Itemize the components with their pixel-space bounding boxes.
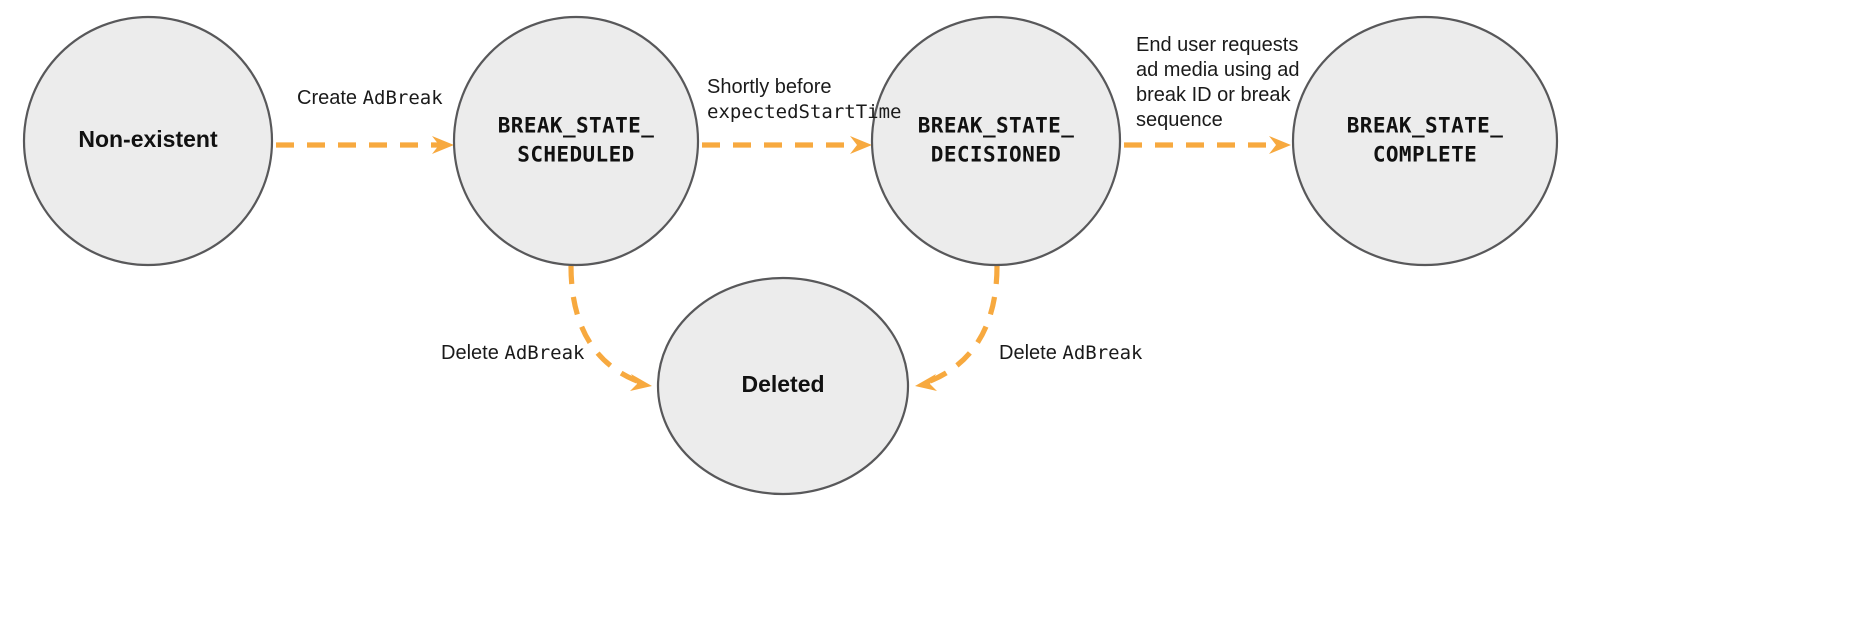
edge-label-line: sequence [1136,108,1299,133]
arrowhead-right [432,136,454,154]
edge-decisioned-to-complete [1124,136,1291,154]
label-text: Delete [441,342,505,364]
state-node-deleted[interactable]: Deleted [656,276,910,496]
state-node-break-state-scheduled[interactable]: BREAK_STATE_ SCHEDULED [452,15,700,267]
edge-label-scheduled-to-decisioned: Shortly before expectedStartTime [707,75,901,125]
node-label-break-state-complete: COMPLETE [1373,143,1477,167]
edge-label-line: break ID or break [1136,83,1299,108]
edge-line-decisioned-to-deleted [929,265,1000,384]
node-label-break-state-scheduled: BREAK_STATE_ [498,114,655,138]
edge-label-line: expectedStartTime [707,100,901,125]
label-text: ad media using ad [1136,59,1300,81]
edge-decisioned-to-deleted [915,265,1000,391]
state-node-non-existent[interactable]: Non-existent [22,15,274,267]
state-node-break-state-decisioned[interactable]: BREAK_STATE_ DECISIONED [870,15,1122,267]
edge-label-line: End user requests [1136,33,1299,58]
label-text: sequence [1136,109,1223,131]
edges-layer [276,136,1291,391]
label-text: AdBreak [1062,342,1143,364]
node-label-break-state-decisioned: BREAK_STATE_ [918,114,1075,138]
edge-scheduled-to-decisioned [702,136,872,154]
node-label-break-state-scheduled: SCHEDULED [517,143,634,167]
edge-label-decisioned-to-deleted: Delete AdBreak [999,341,1142,366]
nodes-layer: Non-existentBREAK_STATE_SCHEDULEDBREAK_S… [22,15,1559,496]
edge-label-scheduled-to-deleted: Delete AdBreak [441,341,584,366]
state-node-break-state-complete[interactable]: BREAK_STATE_ COMPLETE [1291,15,1559,267]
label-text: End user requests [1136,34,1299,56]
arrowhead-down-left [915,374,937,391]
label-text: AdBreak [362,87,443,109]
node-label-break-state-complete: BREAK_STATE_ [1347,114,1504,138]
edge-label-line: ad media using ad [1136,58,1299,83]
node-shape-break-state-decisioned[interactable] [870,15,1122,267]
label-text: Shortly before [707,76,832,98]
node-label-deleted: Deleted [741,371,824,397]
edge-line-scheduled-to-deleted [568,265,638,384]
edge-label-line: Shortly before [707,75,901,100]
edge-label-line: Create AdBreak [297,86,443,111]
label-text: Delete [999,342,1063,364]
label-text: Create [297,87,363,109]
label-text: expectedStartTime [707,101,902,123]
label-text: break ID or break [1136,84,1291,106]
node-shape-break-state-scheduled[interactable] [452,15,700,267]
node-shape-deleted[interactable] [656,276,910,496]
node-shape-non-existent[interactable] [22,15,274,267]
edge-label-line: Delete AdBreak [441,341,584,366]
edge-label-decisioned-to-complete: End user requests ad media using ad break … [1136,33,1299,133]
label-text: AdBreak [504,342,585,364]
arrowhead-down-right [630,374,652,391]
node-label-non-existent: Non-existent [78,126,218,152]
edge-label-create-adbreak: Create AdBreak [297,86,443,111]
edge-label-line: Delete AdBreak [999,341,1142,366]
edge-create-adbreak [276,136,454,154]
node-shape-break-state-complete[interactable] [1291,15,1559,267]
node-label-break-state-decisioned: DECISIONED [931,143,1061,167]
edge-scheduled-to-deleted [568,265,652,391]
arrowhead-right [1269,136,1291,154]
arrowhead-right [850,136,872,154]
